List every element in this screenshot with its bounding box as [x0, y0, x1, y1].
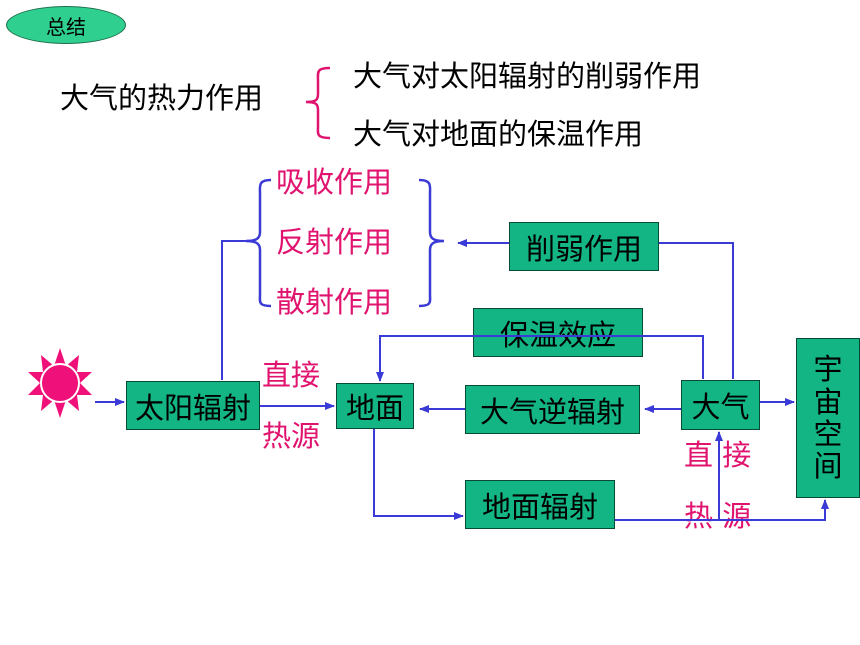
- left-types-brace: [245, 178, 272, 308]
- weakening-box: 削弱作用: [509, 222, 659, 271]
- direct-label-ground: 直接: [262, 358, 321, 392]
- atmosphere-box: 大气: [681, 380, 760, 430]
- solar-radiation-box: 太阳辐射: [126, 381, 260, 430]
- insulation-box: 保温效应: [473, 308, 643, 357]
- counter-radiation-box: 大气逆辐射: [465, 385, 640, 434]
- ground-to-radiation-arrow: [373, 429, 464, 520]
- space-char-2: 宙: [813, 384, 843, 419]
- space-char-4: 间: [813, 449, 843, 484]
- summary-root: 大气的热力作用: [60, 81, 264, 115]
- space-char-3: 空: [813, 417, 843, 451]
- ground-radiation-box: 地面辐射: [465, 480, 615, 529]
- heat-source-label-ground: 热源: [262, 419, 321, 453]
- right-types-brace: [418, 178, 445, 308]
- heat-source-label-atmo: 热 源: [684, 499, 752, 533]
- ground-box: 地面: [336, 383, 414, 429]
- summary-item-weakening: 大气对太阳辐射的削弱作用: [353, 59, 702, 93]
- summary-badge: 总结: [6, 6, 126, 44]
- radiation-to-space-arrow: [615, 499, 829, 521]
- atmo-to-weakening-line: [659, 242, 734, 379]
- sun-icon: [28, 348, 92, 418]
- reflection-label: 反射作用: [276, 225, 393, 259]
- direct-label-atmo: 直 接: [684, 438, 752, 472]
- solar-to-types-line: [221, 240, 246, 380]
- space-box: 宇 宙 空 间: [796, 338, 860, 498]
- insulation-to-ground-arrow: [376, 335, 704, 382]
- absorption-label: 吸收作用: [276, 165, 393, 199]
- scattering-label: 散射作用: [276, 285, 393, 319]
- summary-brace: [305, 66, 331, 140]
- summary-item-insulation: 大气对地面的保温作用: [353, 117, 644, 151]
- space-char-1: 宇: [813, 352, 843, 387]
